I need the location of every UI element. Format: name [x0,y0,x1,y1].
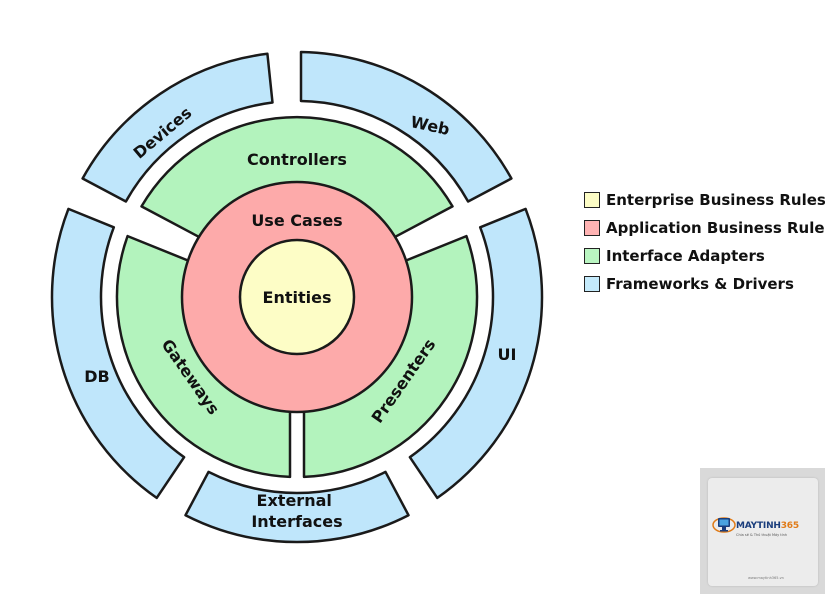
use-cases-label: Use Cases [251,211,342,230]
legend-item-adapters: Interface Adapters [584,242,825,270]
entities-label: Entities [263,288,332,307]
legend-label: Enterprise Business Rules [606,191,825,209]
watermark-url: www.maytinh365.vn [748,576,784,580]
watermark-brand: MAYTINH365 [736,521,799,531]
legend-swatch [584,192,600,208]
external-interfaces-segment [184,470,410,544]
legend: Enterprise Business Rules Application Bu… [584,186,825,298]
legend-item-application: Application Business Rules [584,214,825,242]
legend-label: Interface Adapters [606,247,765,265]
legend-label: Frameworks & Drivers [606,275,794,293]
db-label: DB [84,367,109,386]
legend-item-enterprise: Enterprise Business Rules [584,186,825,214]
legend-label: Application Business Rules [606,219,825,237]
legend-swatch [584,220,600,236]
watermark-tagline: Chia sẻ & Thủ thuật Máy tính [736,533,788,537]
legend-swatch [584,248,600,264]
ui-segment [408,207,544,500]
web-segment [299,50,513,203]
devices-segment [81,52,274,203]
entities-circle [238,238,356,356]
watermark: MAYTINH365 Chia sẻ & Thủ thuật Máy tính … [700,468,825,594]
clean-architecture-diagram: Entities Use Cases Controllers Presenter… [50,50,544,544]
legend-item-frameworks: Frameworks & Drivers [584,270,825,298]
db-segment [50,207,186,500]
controllers-label: Controllers [247,150,347,169]
external-interfaces-label: External Interfaces [251,491,342,531]
monitor-logo-icon [712,517,736,533]
watermark-card: MAYTINH365 Chia sẻ & Thủ thuật Máy tính … [708,478,818,586]
legend-swatch [584,276,600,292]
ui-label: UI [498,345,517,364]
